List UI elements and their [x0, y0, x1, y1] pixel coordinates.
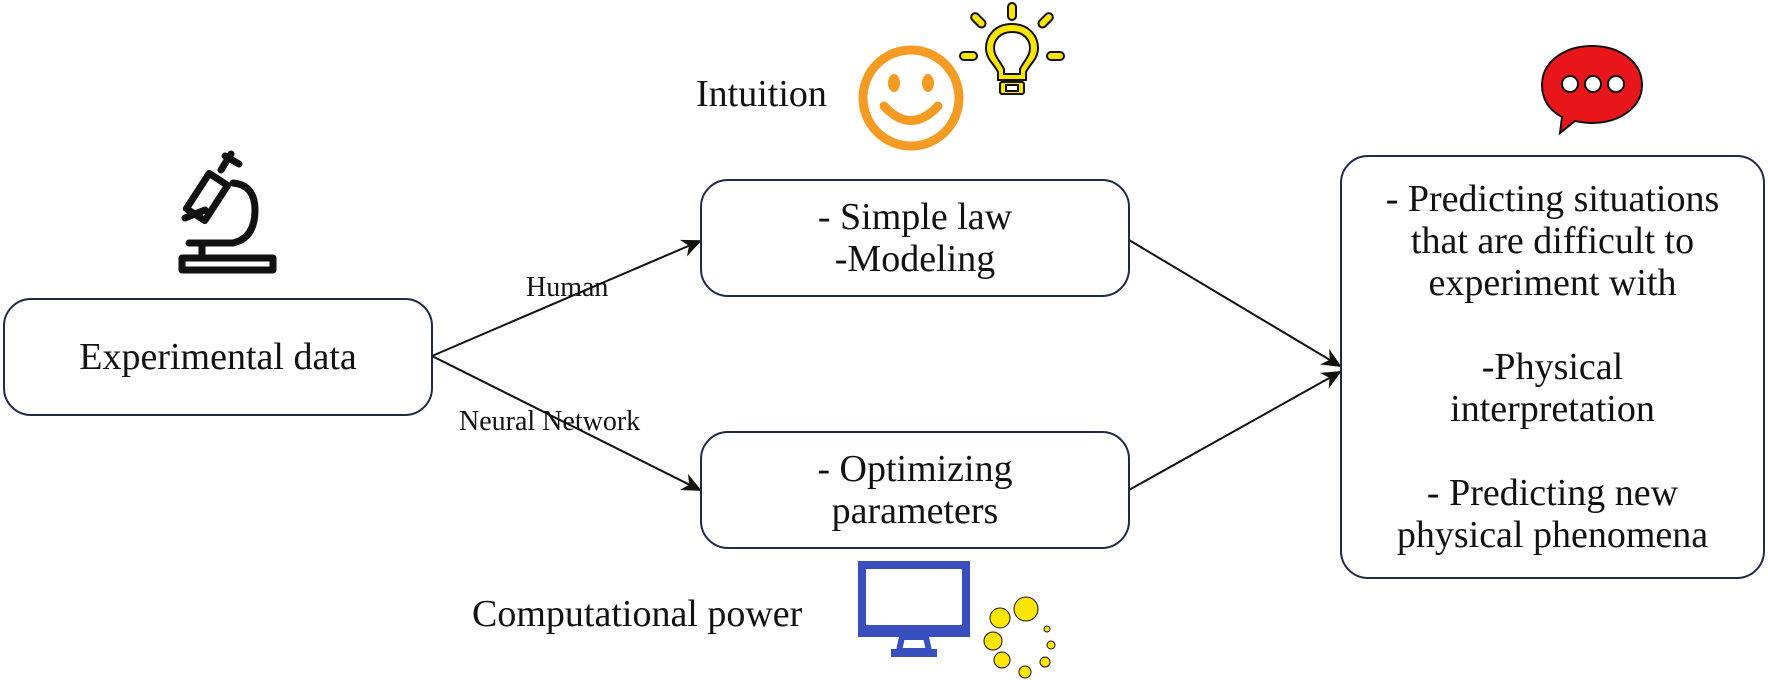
lightbulb-icon [959, 2, 1065, 95]
loading-spinner-icon [983, 596, 1056, 679]
results-line: interpretation [1450, 388, 1655, 430]
edge-label-neural-network: Neural Network [459, 406, 641, 437]
results-line: - Predicting new [1426, 472, 1679, 514]
results-box: - Predicting situations that are difficu… [1340, 155, 1765, 579]
smiley-face-icon [858, 45, 964, 151]
arrow-optimizing-to-results [1128, 371, 1342, 491]
results-line: physical phenomena [1396, 514, 1709, 556]
edge-label-human: Human [526, 272, 609, 303]
simple-law-box: - Simple law -Modeling [700, 179, 1130, 297]
speech-bubble-icon [1540, 44, 1644, 136]
modeling-line: -Modeling [834, 238, 996, 280]
optimizing-line: - Optimizing [817, 448, 1013, 490]
experimental-data-label: Experimental data [79, 336, 357, 378]
results-line: -Physical [1481, 346, 1624, 388]
microscope-icon [178, 150, 277, 274]
intuition-label: Intuition [696, 73, 827, 115]
results-line: - Predicting situations [1385, 178, 1720, 220]
arrow-simple-law-to-results [1128, 239, 1342, 368]
arrow-human [431, 239, 702, 357]
simple-law-line: - Simple law [817, 196, 1013, 238]
results-line: that are difficult to [1410, 220, 1695, 262]
optimizing-box: - Optimizing parameters [700, 431, 1130, 549]
parameters-line: parameters [831, 490, 999, 532]
experimental-data-box: Experimental data [3, 298, 433, 416]
monitor-icon [858, 561, 970, 657]
computational-power-label: Computational power [472, 593, 803, 635]
arrow-neural-network [431, 355, 702, 491]
results-line: experiment with [1428, 262, 1677, 304]
